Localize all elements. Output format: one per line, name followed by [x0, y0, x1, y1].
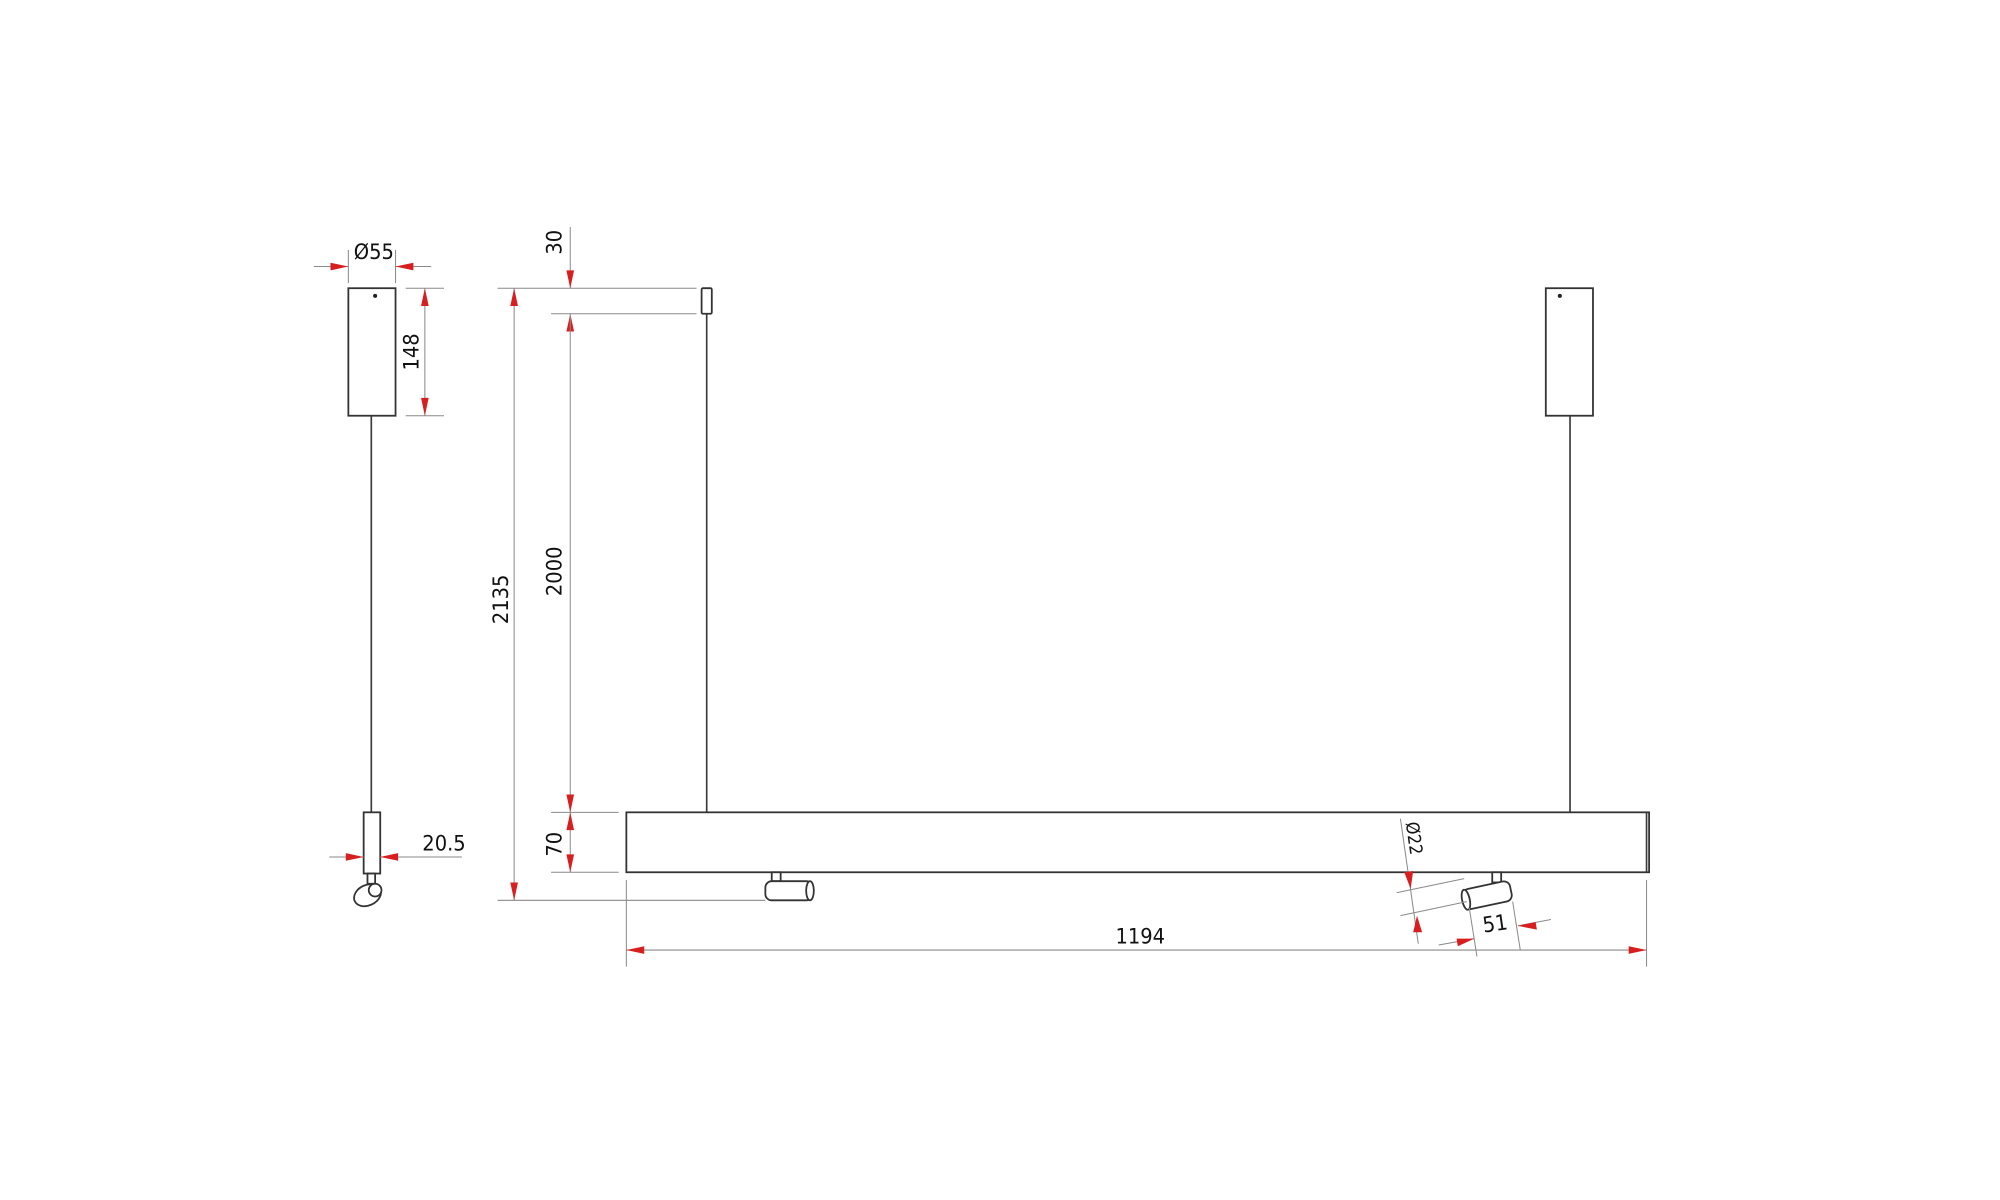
- dim-canopy-height: 148: [399, 333, 424, 370]
- front-view: 2135 30 2000 70 1194 Ø22: [489, 226, 1650, 967]
- canopy-screw: [373, 293, 378, 298]
- arrow: [330, 262, 349, 271]
- right-canopy: [1544, 287, 1594, 417]
- side-view: Ø55 148 20.5: [313, 240, 466, 908]
- side-spot-lens: [367, 882, 383, 898]
- right-spot-stem: [1491, 871, 1503, 884]
- arrow: [395, 262, 414, 271]
- side-canopy: [347, 287, 397, 417]
- left-ceiling-anchor: [700, 287, 713, 315]
- light-bar: [625, 811, 1650, 874]
- dim-spot-width: 20.5: [422, 832, 465, 857]
- dim-spot-length: 51: [1481, 910, 1509, 938]
- dim-total-height: 2135: [489, 575, 514, 625]
- side-spot-stem: [366, 872, 377, 885]
- dim-spot-diameter: Ø22: [1401, 821, 1426, 857]
- left-spot-stem: [770, 871, 782, 883]
- side-bar-profile: [362, 811, 382, 875]
- dim-bar-height: 70: [542, 832, 567, 857]
- right-spot: [1460, 880, 1513, 911]
- dim-top-offset: 30: [542, 230, 567, 255]
- dim-canopy-diameter: Ø55: [354, 240, 394, 265]
- dim-cable-length: 2000: [542, 547, 567, 597]
- dim-bar-length: 1194: [1115, 925, 1165, 950]
